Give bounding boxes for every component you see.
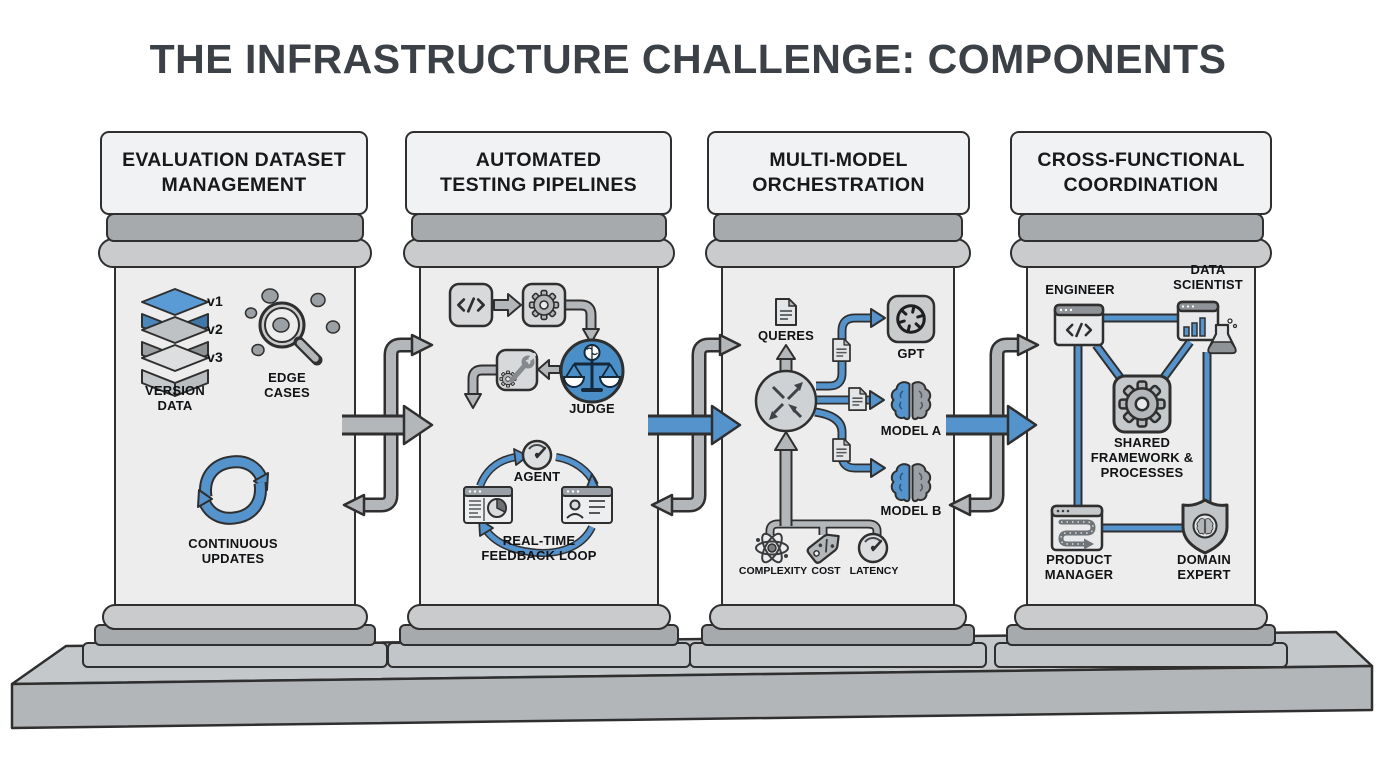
layer-label-v2: v2 — [207, 321, 223, 337]
pillar4-title-line1: CROSS-FUNCTIONAL — [1037, 149, 1245, 172]
complexity-label: COMPLEXITY — [738, 565, 808, 577]
pillar2-capital-upper — [411, 213, 667, 242]
pillar3-base-torus — [709, 604, 967, 630]
pillar2-header: AUTOMATED TESTING PIPELINES — [405, 131, 672, 215]
pillar4-title-line2: COORDINATION — [1063, 174, 1219, 196]
feedback-loop-label: REAL-TIME FEEDBACK LOOP — [481, 533, 597, 563]
latency-label: LATENCY — [849, 565, 899, 577]
pillar1-header: EVALUATION DATASET MANAGEMENT — [100, 131, 368, 215]
pillar4-header: CROSS-FUNCTIONAL COORDINATION — [1010, 131, 1272, 215]
pillar3-title-line1: MULTI-MODEL — [769, 149, 908, 172]
pillar3-title-line2: ORCHESTRATION — [752, 174, 925, 196]
layer-label-v3: v3 — [207, 349, 223, 365]
pillar4-capital-upper — [1018, 213, 1264, 242]
gpt-label: GPT — [897, 346, 925, 361]
pillar1-capital-lower — [98, 238, 372, 268]
model-a-label: MODEL A — [880, 423, 942, 438]
model-b-label: MODEL B — [880, 503, 942, 518]
pillar2-base-torus — [407, 604, 671, 630]
product-manager-label: PRODUCT MANAGER — [1044, 552, 1114, 582]
pillar3-header: MULTI-MODEL ORCHESTRATION — [707, 131, 970, 215]
pillar4-base-step — [994, 642, 1288, 668]
pillar1-title-line1: EVALUATION DATASET — [122, 149, 346, 172]
queries-label: QUERES — [757, 328, 815, 343]
pillar3-capital-upper — [713, 213, 963, 242]
platform-front — [10, 664, 1374, 730]
judge-label: JUDGE — [569, 401, 615, 416]
pillar4-base-torus — [1014, 604, 1268, 630]
version-data-label: VERSION DATA — [145, 383, 205, 413]
shared-framework-label: SHARED FRAMEWORK & PROCESSES — [1090, 435, 1194, 480]
pillar3-capital-lower — [705, 238, 971, 268]
pillar1-base-torus — [102, 604, 368, 630]
continuous-updates-label: CONTINUOUS UPDATES — [188, 536, 278, 566]
pillar2-capital-lower — [403, 238, 675, 268]
pillar1-capital-upper — [106, 213, 364, 242]
page-title: THE INFRASTRUCTURE CHALLENGE: COMPONENTS — [149, 36, 1227, 82]
pillar1-title-line2: MANAGEMENT — [161, 174, 307, 196]
domain-expert-label: DOMAIN EXPERT — [1177, 552, 1231, 582]
edge-cases-label: EDGE CASES — [264, 370, 310, 400]
pillar2-title-line1: AUTOMATED — [475, 149, 602, 172]
engineer-label: ENGINEER — [1045, 282, 1115, 297]
layer-label-v1: v1 — [207, 293, 223, 309]
data-scientist-label: DATA SCIENTIST — [1173, 262, 1243, 292]
pillar2-title-line2: TESTING PIPELINES — [440, 174, 637, 196]
cost-label: COST — [811, 565, 841, 577]
agent-label: AGENT — [513, 469, 561, 484]
